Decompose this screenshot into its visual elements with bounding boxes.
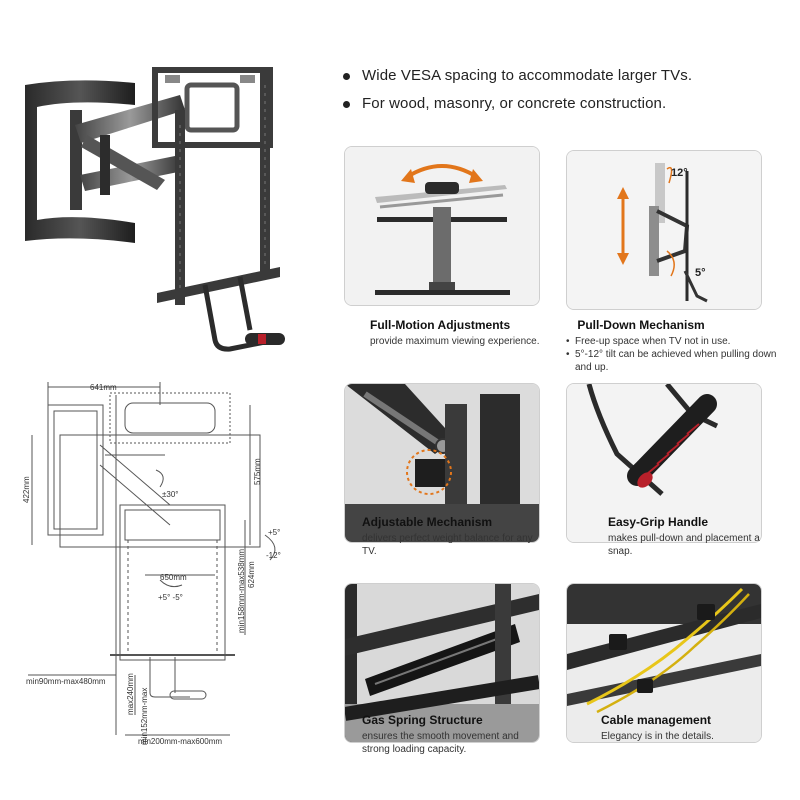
- adjustable-mechanism-photo: [344, 383, 540, 543]
- dimension-tilt-up: +5°: [268, 528, 281, 537]
- easy-grip-handle-photo: [566, 383, 762, 543]
- dimension-handle-height: max240mm: [126, 673, 135, 715]
- gas-spring-photo: [344, 583, 540, 743]
- dimension-plate-width: 650mm: [160, 573, 187, 582]
- feature-description: makes pull-down and placement a snap.: [608, 533, 760, 557]
- dimension-depth-left: min90mm-max480mm: [26, 677, 106, 686]
- adjustable-mechanism-caption: Adjustable Mechanism delivers perfect we…: [362, 515, 542, 558]
- feature-title: Cable management: [601, 713, 712, 727]
- dimension-bottom-width: min200mm-max600mm: [138, 737, 223, 746]
- product-photo: [15, 55, 330, 360]
- full-motion-caption: Full-Motion Adjustments provide maximum …: [370, 318, 580, 348]
- pull-down-caption: Pull-Down Mechanism Free-up space when T…: [566, 318, 786, 374]
- dimension-rail-height: min158mm-max538mm: [237, 548, 246, 633]
- bullet-text: For wood, masonry, or concrete construct…: [362, 95, 667, 112]
- bullet-dot-icon: [343, 100, 350, 108]
- feature-title: Easy-Grip Handle: [608, 515, 709, 529]
- dimension-tilt-down: -12°: [266, 551, 281, 560]
- product-photo-svg: [25, 67, 285, 352]
- dimension-diagram-svg: [28, 382, 276, 736]
- full-motion-photo: [344, 146, 540, 306]
- dimension-top-width: 641mm: [90, 383, 117, 392]
- feature-title: Full-Motion Adjustments: [370, 318, 511, 332]
- easy-grip-handle-caption: Easy-Grip Handle makes pull-down and pla…: [608, 515, 778, 558]
- cable-management-caption: Cable management Elegancy is in the deta…: [601, 713, 781, 743]
- feature-bullets: Wide VESA spacing to accommodate larger …: [343, 62, 783, 118]
- feature-list: Free-up space when TV not in use. 5°-12°…: [566, 335, 786, 374]
- dimension-rail-span: 624mm: [247, 561, 256, 588]
- feature-list-item: Free-up space when TV not in use.: [566, 335, 786, 348]
- feature-title: Adjustable Mechanism: [362, 515, 493, 529]
- bullet-dot-icon: [343, 72, 350, 80]
- dimension-diagram: 641mm 422mm 575mm ±30° +5° -12° min158mm…: [20, 375, 320, 755]
- dimension-height-left: 422mm: [22, 476, 31, 503]
- gas-spring-caption: Gas Spring Structure ensures the smooth …: [362, 713, 542, 756]
- dimension-rotation: ±30°: [162, 490, 179, 499]
- bullet-item: Wide VESA spacing to accommodate larger …: [343, 62, 783, 90]
- tilt-up-angle-label: 12°: [671, 167, 688, 179]
- dimension-swivel: +5° -5°: [158, 593, 183, 602]
- feature-description: ensures the smooth movement and strong l…: [362, 731, 519, 755]
- tilt-down-angle-label: 5°: [695, 267, 706, 279]
- bullet-text: Wide VESA spacing to accommodate larger …: [362, 67, 693, 84]
- feature-title: Pull-Down Mechanism: [577, 318, 705, 332]
- pull-down-photo: 12° 5°: [566, 150, 762, 310]
- cable-management-photo: [566, 583, 762, 743]
- feature-description: Elegancy is in the details.: [601, 731, 714, 742]
- feature-description: provide maximum viewing experience.: [370, 336, 540, 347]
- feature-list-item: 5°-12° tilt can be achieved when pulling…: [566, 348, 786, 374]
- feature-title: Gas Spring Structure: [362, 713, 483, 727]
- bullet-item: For wood, masonry, or concrete construct…: [343, 90, 783, 118]
- dimension-height-right: 575mm: [253, 458, 262, 485]
- feature-description: delivers perfect weight balance for any …: [362, 533, 533, 557]
